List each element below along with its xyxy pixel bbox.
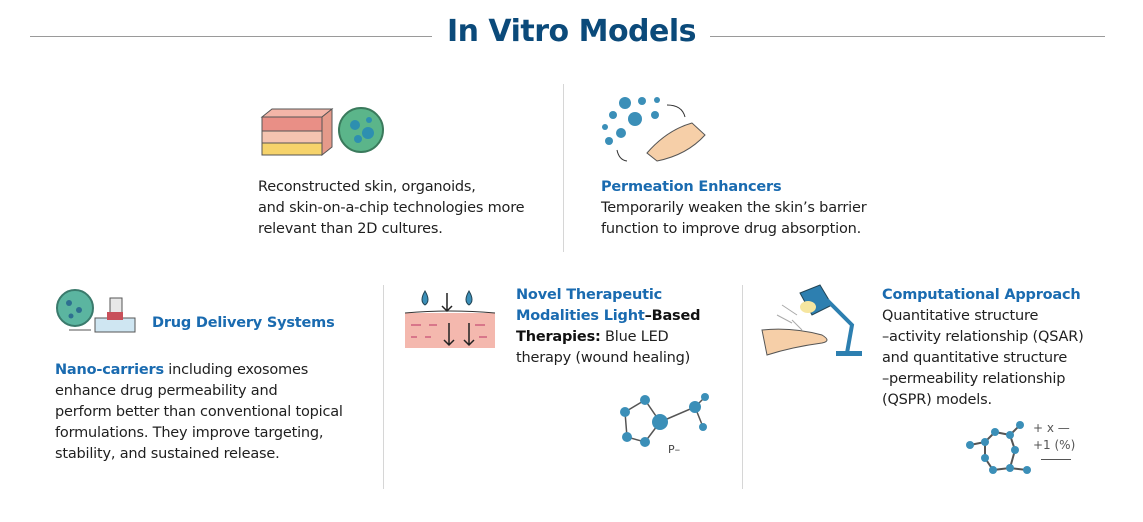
text-line: therapy (wound healing) [516,350,691,366]
molecule-ring-icon [966,421,1031,474]
text-line: Quantitative structure [882,308,1039,324]
page-title: In Vitro Models [446,14,697,49]
text-line: + x — [1033,421,1070,435]
skin-drops-icon [404,290,496,348]
molecule-icon [620,393,709,447]
text-line: and skin-on-a-chip technologies more [258,200,525,216]
formula-rule [1041,459,1071,460]
text-line: –activity relationship (QSAR) [882,329,1084,345]
text-line: Temporarily weaken the skin’s barrier [601,200,867,216]
title-rule-left [30,36,432,37]
text-line: (QSPR) models. [882,392,992,408]
novel-section: Novel Therapeutic Modalities Light–Based… [516,285,700,369]
models-description: Reconstructed skin, organoids, and skin-… [258,177,525,240]
permeation-heading: Permeation Enhancers [601,179,782,195]
lamp-hand-icon [761,284,862,356]
nanocarriers-highlight: Nano-carriers [55,362,164,378]
skin-organoid-icon [260,107,384,157]
text-span: –Based [644,308,701,324]
text-line: –permeability relationship [882,371,1066,387]
molecule-label: P– [668,443,681,456]
text-line: +1 (%) [1033,438,1076,452]
divider [742,285,743,489]
divider [383,285,384,489]
hand-particles-icon [602,97,706,162]
computational-heading: Computational Approach [882,287,1081,303]
text-line: function to improve drug absorption. [601,221,862,237]
text-line: formulations. They improve targeting, [55,425,324,441]
text-span: including exosomes [163,362,309,378]
text-line: stability, and sustained release. [55,446,280,462]
drug-delivery-description: Nano-carriers including exosomes enhance… [55,360,343,465]
text-line: and quantitative structure [882,350,1068,366]
formula-annotation: + x — +1 (%) [1033,420,1075,460]
computational-section: Computational Approach Quantitative stru… [882,285,1084,411]
novel-heading-line1: Novel Therapeutic [516,287,663,303]
drug-delivery-heading: Drug Delivery Systems [152,315,335,331]
novel-heading-line2: Modalities Light [516,308,645,324]
text-line: perform better than conventional topical [55,404,343,420]
text-span: Blue LED [600,329,669,345]
permeation-section: Permeation Enhancers Temporarily weaken … [601,177,867,240]
text-line: Reconstructed skin, organoids, [258,179,476,195]
text-line: relevant than 2D cultures. [258,221,443,237]
divider [563,84,564,252]
text-span: Therapies: [516,329,601,345]
title-rule-right [710,36,1105,37]
nanocarrier-device-icon [56,289,136,333]
text-line: enhance drug permeability and [55,383,278,399]
